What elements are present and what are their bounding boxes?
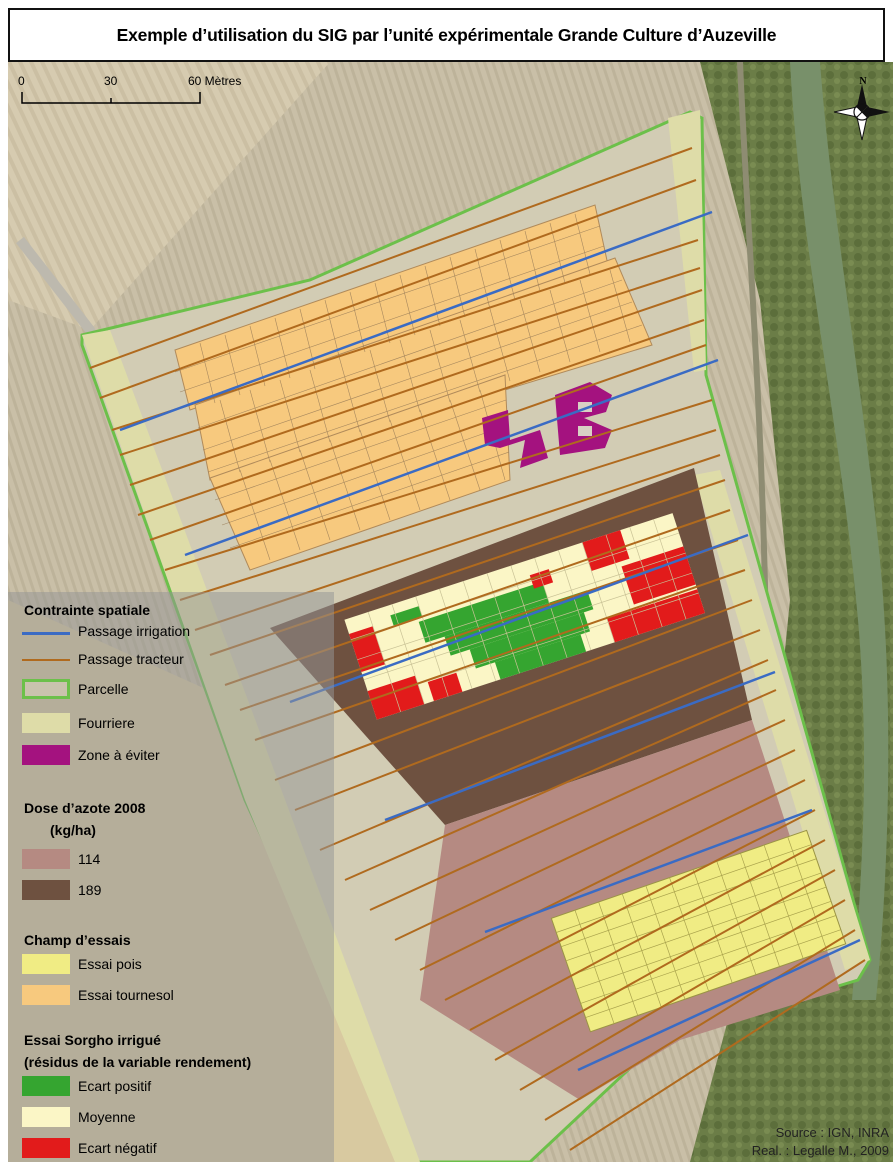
credits-author: Real. : Legalle M., 2009 xyxy=(751,1143,889,1158)
legend-label-tournesol: Essai tournesol xyxy=(78,987,174,1003)
pois-trial xyxy=(550,829,847,1033)
title-bar: Exemple d’utilisation du SIG par l’unité… xyxy=(8,8,885,62)
credits-source: Source : IGN, INRA xyxy=(775,1125,889,1140)
legend-label-114: 114 xyxy=(78,851,101,867)
field-top-left xyxy=(8,62,330,330)
scale-label-30: 30 xyxy=(104,74,118,88)
river xyxy=(790,62,889,1000)
legend-unit-azote: (kg/ha) xyxy=(50,822,96,838)
legend-swatch-fourriere xyxy=(22,713,70,733)
legend-subtitle-sorgho: (résidus de la variable rendement) xyxy=(24,1054,252,1070)
legend-title-champ: Champ d’essais xyxy=(24,932,131,948)
legend-swatch-ecart-negatif xyxy=(22,1138,70,1158)
legend-swatch-pois xyxy=(22,954,70,974)
legend-swatch-parcelle xyxy=(22,679,70,699)
legend-swatch-irrigation xyxy=(22,632,70,635)
legend-swatch-zone-eviter xyxy=(22,745,70,765)
legend-label-zone-eviter: Zone à éviter xyxy=(78,747,160,763)
legend-label-ecart-positif: Ecart positif xyxy=(78,1078,152,1094)
legend-label-pois: Essai pois xyxy=(78,956,142,972)
legend-title-contrainte: Contrainte spatiale xyxy=(24,602,151,618)
legend-swatch-tracteur xyxy=(22,659,70,661)
legend-label-parcelle: Parcelle xyxy=(78,681,129,697)
legend-swatch-moyenne xyxy=(22,1107,70,1127)
credits: Source : IGN, INRA Real. : Legalle M., 2… xyxy=(752,1124,889,1160)
legend-swatch-ecart-positif xyxy=(22,1076,70,1096)
map-title: Exemple d’utilisation du SIG par l’unité… xyxy=(116,24,777,45)
legend-label-moyenne: Moyenne xyxy=(78,1109,136,1125)
passage-tracteur-lines xyxy=(89,147,866,1151)
legend-title-sorgho: Essai Sorgho irrigué xyxy=(24,1032,161,1048)
scale-bar xyxy=(21,92,201,104)
compass-rose-icon xyxy=(833,84,890,141)
legend-panel: Contrainte spatiale Passage irrigation P… xyxy=(8,592,334,1162)
legend-label-fourriere: Fourriere xyxy=(78,715,135,731)
legend-swatch-114 xyxy=(22,849,70,869)
fourriere-right xyxy=(694,470,870,970)
legend-label-irrigation: Passage irrigation xyxy=(78,623,191,639)
legend-title-azote: Dose d’azote 2008 xyxy=(24,800,146,816)
passage-irrigation-lines xyxy=(119,210,861,1072)
legend-swatch-tournesol xyxy=(22,985,70,1005)
zone-a-eviter xyxy=(482,382,612,468)
legend-label-tracteur: Passage tracteur xyxy=(78,651,184,667)
fourriere-top-right xyxy=(668,110,706,372)
tournesol-grid xyxy=(174,213,643,561)
scale-label-0: 0 xyxy=(18,74,25,88)
legend-label-189: 189 xyxy=(78,882,102,898)
north-label: N xyxy=(859,76,867,87)
legend-swatch-189 xyxy=(22,880,70,900)
legend-label-ecart-negatif: Ecart négatif xyxy=(78,1140,157,1156)
scale-label-60: 60 Mètres xyxy=(188,74,242,88)
